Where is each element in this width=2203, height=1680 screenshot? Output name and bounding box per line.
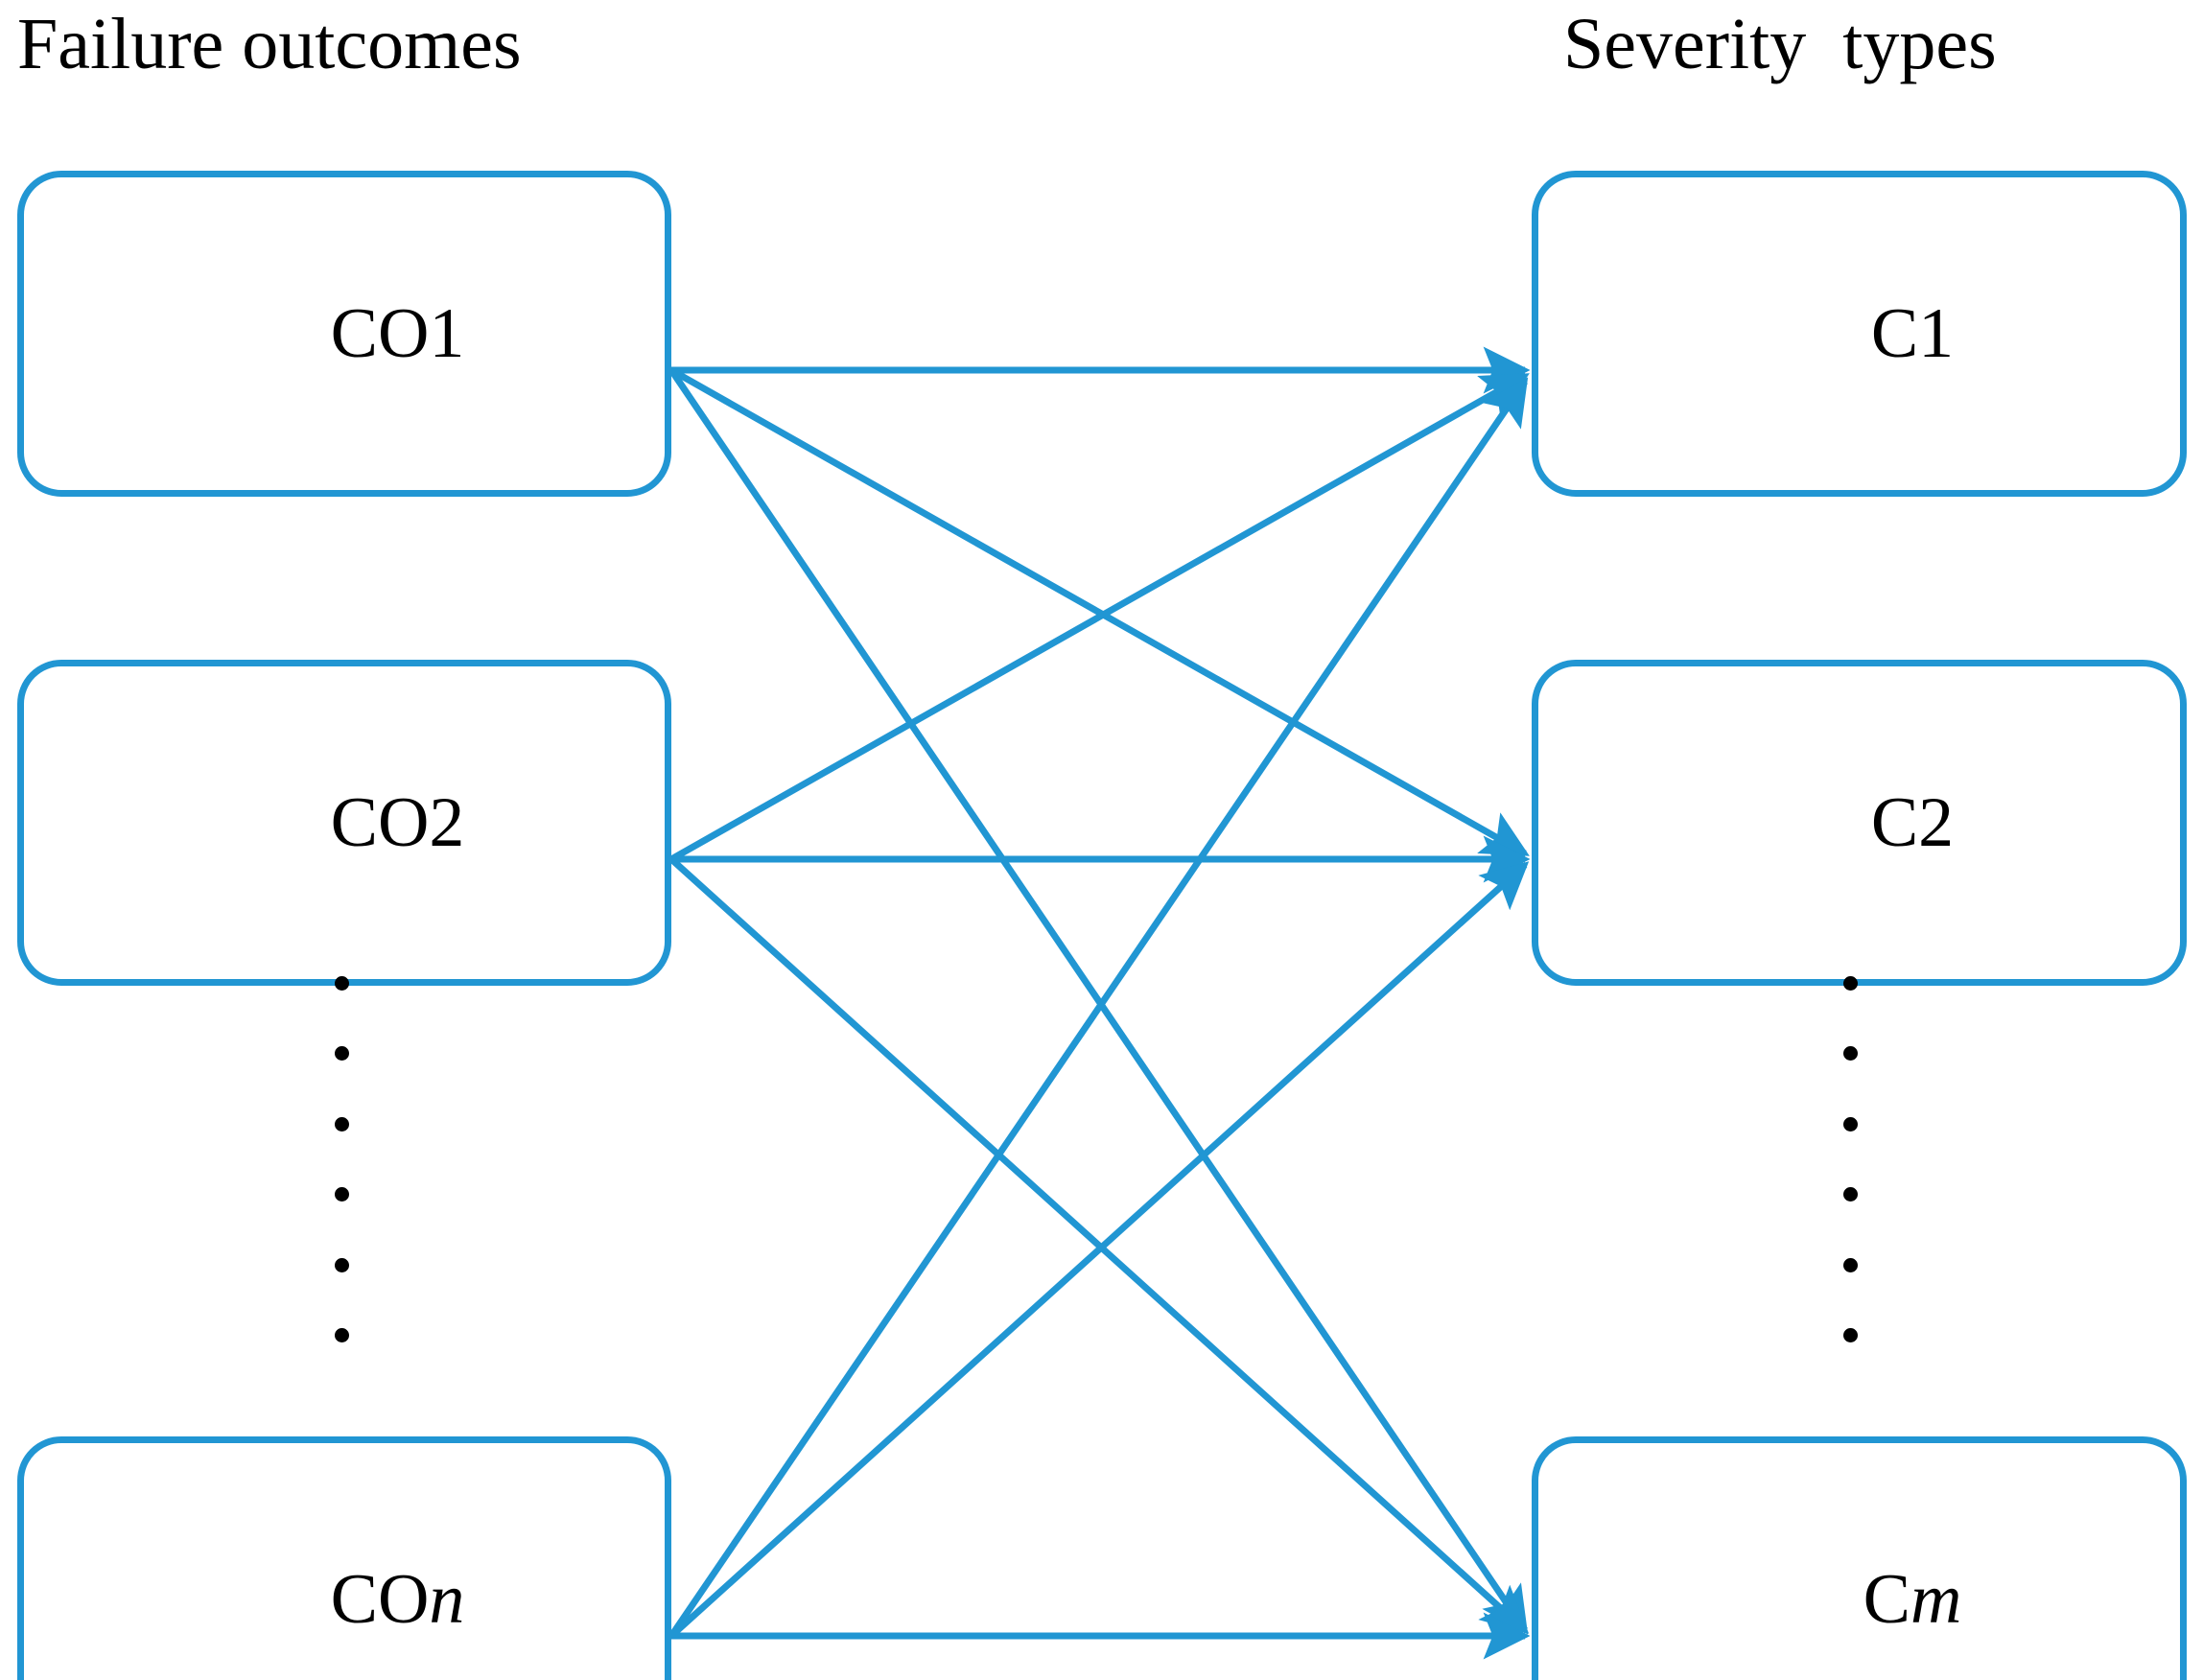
- edge-con-c1: [668, 377, 1529, 1638]
- left-column-ellipsis: [334, 976, 349, 1342]
- node-co2-label: CO2: [330, 783, 465, 862]
- node-con[interactable]: COn: [17, 1436, 671, 1680]
- ellipsis-dot: [1842, 1116, 1858, 1132]
- node-co2[interactable]: CO2: [17, 660, 671, 986]
- edge-con-c2: [668, 861, 1530, 1639]
- ellipsis-dot: [1842, 1257, 1858, 1272]
- node-c1-label: C1: [1870, 294, 1955, 373]
- edge-co1-cm: [668, 368, 1529, 1635]
- right-column-ellipsis: [1842, 976, 1858, 1342]
- ellipsis-dot: [334, 1327, 349, 1342]
- ellipsis-dot: [334, 1116, 349, 1132]
- ellipsis-dot: [334, 1187, 349, 1202]
- node-c2[interactable]: C2: [1532, 660, 2187, 986]
- edge-co2-cm: [668, 856, 1530, 1634]
- ellipsis-dot: [1842, 1187, 1858, 1202]
- edge-co2-c1: [669, 372, 1530, 863]
- node-co1-label: CO1: [330, 294, 465, 373]
- edge-co1-c2: [669, 366, 1530, 857]
- column-header-failure-outcomes: Failure outcomes: [17, 4, 522, 84]
- ellipsis-dot: [1842, 1327, 1858, 1342]
- node-c1[interactable]: C1: [1532, 171, 2187, 497]
- node-c2-label: C2: [1870, 783, 1955, 862]
- ellipsis-dot: [1842, 1046, 1858, 1062]
- column-header-severity-types: Severity types: [1563, 4, 1997, 84]
- node-co1[interactable]: CO1: [17, 171, 671, 497]
- ellipsis-dot: [334, 1046, 349, 1062]
- ellipsis-dot: [334, 1257, 349, 1272]
- node-cm-label: Cm: [1863, 1560, 1962, 1639]
- node-con-label: COn: [330, 1560, 465, 1639]
- ellipsis-dot: [334, 976, 349, 991]
- node-cm[interactable]: Cm: [1532, 1436, 2187, 1680]
- ellipsis-dot: [1842, 976, 1858, 991]
